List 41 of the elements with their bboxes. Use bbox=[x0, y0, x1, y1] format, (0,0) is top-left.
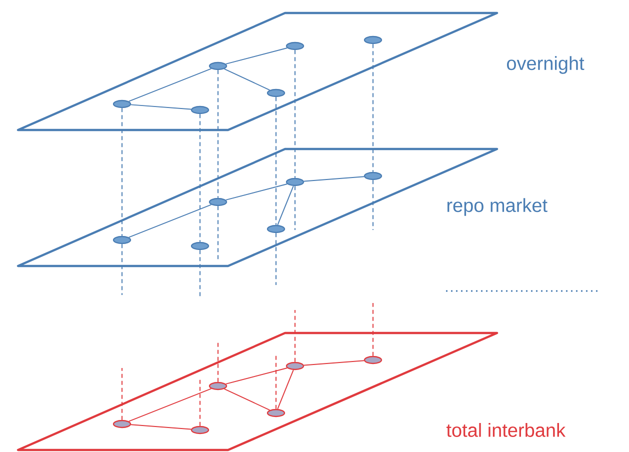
bank-node bbox=[112, 236, 132, 244]
connector-line bbox=[294, 50, 296, 178]
bank-node bbox=[364, 356, 382, 364]
layer-label: repo market bbox=[447, 198, 548, 216]
bank-node bbox=[112, 420, 132, 428]
connector-line bbox=[128, 204, 212, 238]
bank-node bbox=[208, 198, 228, 206]
layer-label: total interbank bbox=[446, 423, 566, 437]
bank-node bbox=[112, 100, 132, 108]
connector-line bbox=[303, 176, 365, 182]
connector-line bbox=[277, 186, 294, 226]
connector-line bbox=[224, 68, 270, 91]
connector-line bbox=[372, 44, 374, 172]
bank-node bbox=[266, 408, 286, 418]
bank-node bbox=[190, 106, 210, 114]
bank-node bbox=[208, 382, 228, 390]
connector-line bbox=[225, 48, 288, 64]
connector-line bbox=[224, 388, 270, 411]
connector-line bbox=[130, 104, 192, 110]
bank-node bbox=[286, 178, 304, 186]
bank-node bbox=[190, 426, 210, 434]
bank-node bbox=[266, 224, 286, 234]
connector-line bbox=[128, 68, 212, 102]
bank-node bbox=[364, 172, 382, 180]
connector-line bbox=[303, 360, 365, 366]
bank-node bbox=[364, 36, 382, 44]
connector-line bbox=[128, 388, 212, 422]
bank-node bbox=[286, 362, 304, 370]
connector-line bbox=[225, 368, 288, 384]
connector-line bbox=[277, 370, 294, 410]
bank-node bbox=[208, 62, 228, 70]
connector-line bbox=[130, 424, 192, 430]
connector-line bbox=[294, 186, 296, 230]
layer-label: overnight bbox=[507, 56, 584, 74]
bank-node bbox=[190, 242, 210, 250]
connector-line bbox=[225, 184, 288, 200]
connector-line bbox=[372, 302, 374, 356]
bank-node bbox=[266, 88, 286, 98]
connector-line bbox=[294, 310, 296, 362]
connector-line bbox=[372, 180, 374, 230]
bank-node bbox=[286, 42, 304, 50]
